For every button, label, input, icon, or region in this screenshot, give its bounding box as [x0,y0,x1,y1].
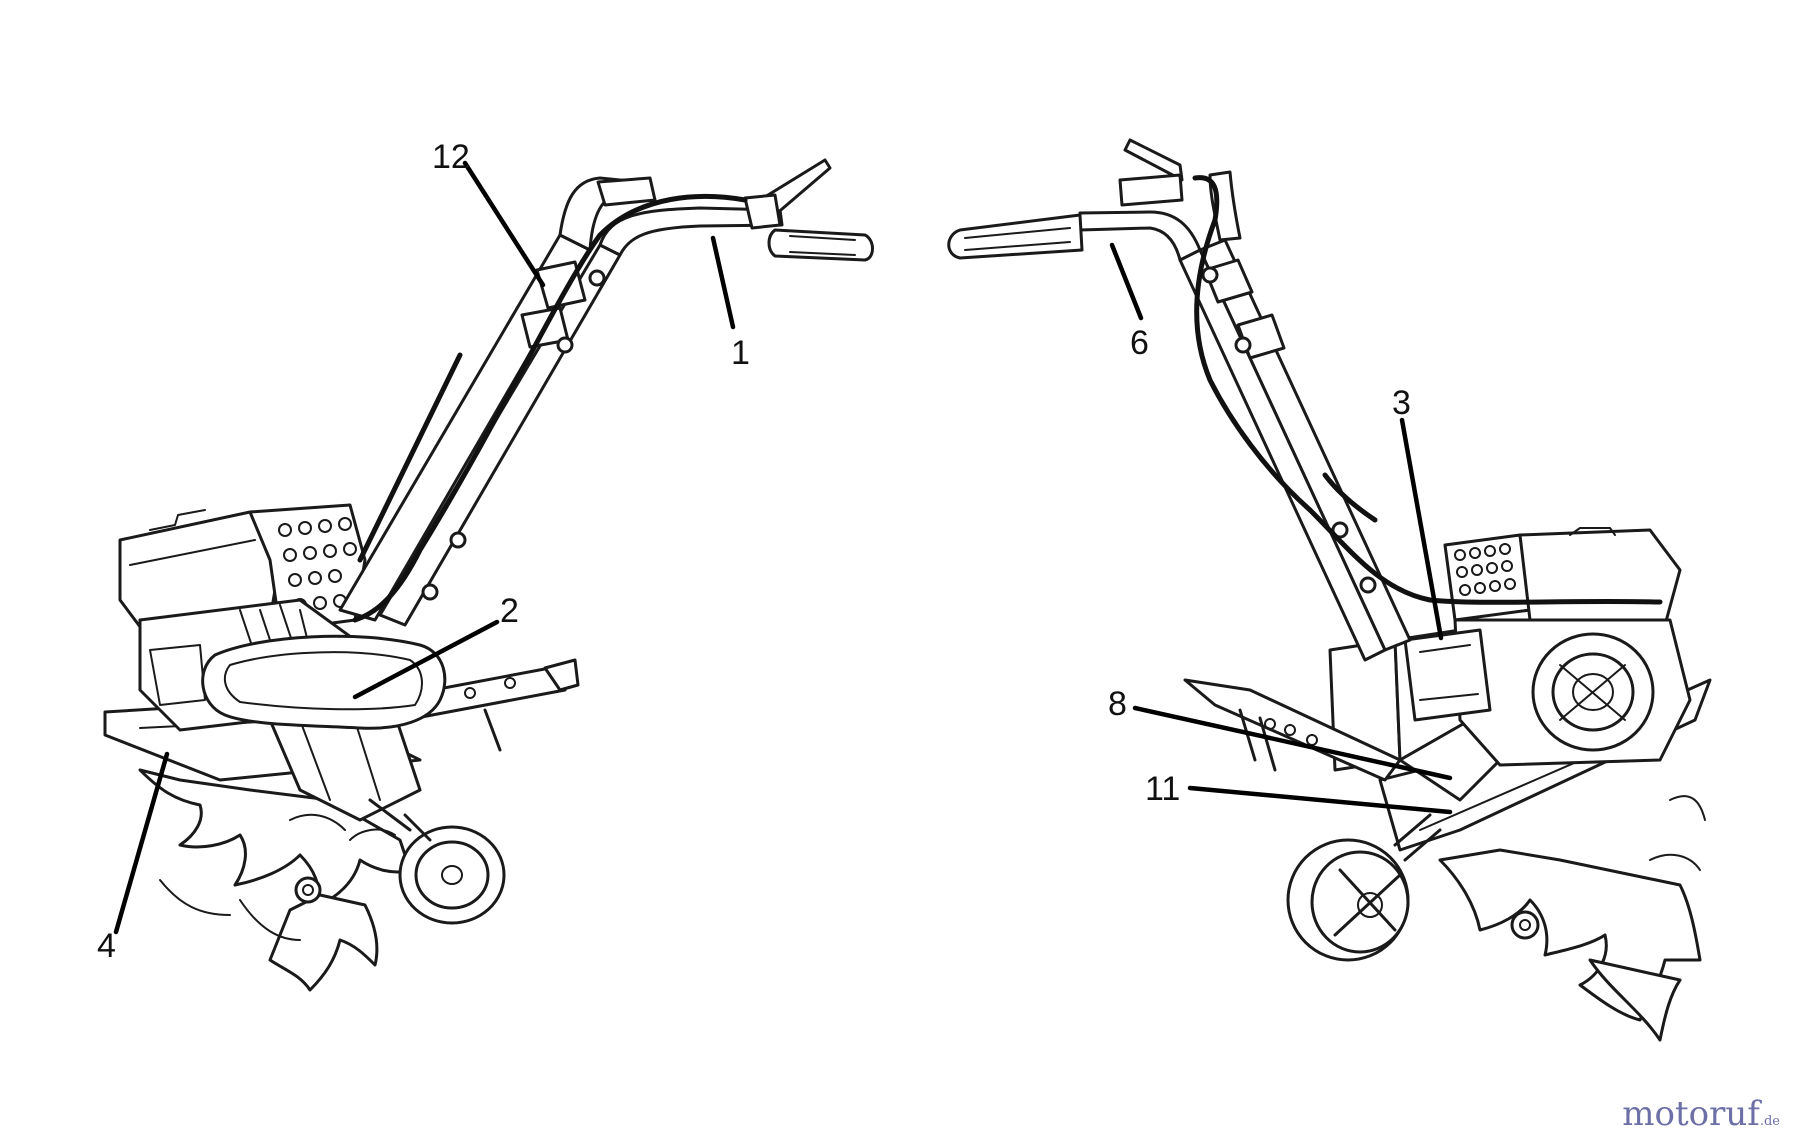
watermark-text: motoruf [1622,1094,1760,1134]
right-handle-column [947,138,1412,662]
leader-11 [1187,785,1453,815]
left-handle-column [338,158,874,627]
callout-12: 12 [432,138,470,176]
left-tiller [103,158,874,992]
callout-8: 8 [1108,685,1127,723]
leader-3 [1399,417,1444,641]
right-tiller [947,138,1712,1042]
left-tines [138,768,412,992]
leader-4 [113,751,170,935]
leader-lines [113,160,1453,935]
leader-2 [352,619,500,700]
callout-labels: 12 1 2 4 6 3 8 11 [97,138,1411,965]
right-transport-wheel [1286,813,1442,962]
leader-1 [710,235,736,330]
left-transport-wheel [368,798,506,925]
leader-6 [1109,242,1144,321]
callout-2: 2 [500,592,519,630]
callout-1: 1 [731,334,750,372]
leader-12 [462,160,546,288]
watermark-logo: motoruf.de [1622,1094,1780,1134]
right-tines [1438,795,1706,1042]
leader-8 [1132,705,1453,781]
right-engine [1403,527,1692,767]
callout-11: 11 [1145,770,1180,808]
callout-3: 3 [1392,384,1411,422]
watermark-suffix: .de [1759,1114,1780,1129]
left-belt-guard [201,634,447,730]
callout-4: 4 [97,927,116,965]
callout-6: 6 [1130,324,1149,362]
